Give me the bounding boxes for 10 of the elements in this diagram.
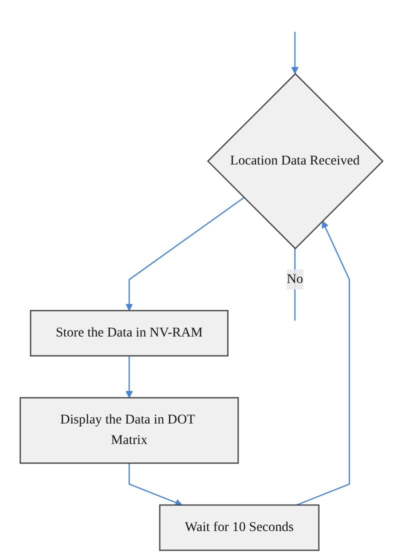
process-box: Display the Data in DOT Matrix [20, 397, 239, 464]
arrow [126, 197, 244, 311]
process-box: Store the Data in NV-RAM [30, 310, 228, 356]
arrow [291, 32, 299, 74]
arrow [128, 463, 182, 506]
arrow [296, 220, 350, 506]
edge-label: No [286, 272, 304, 286]
arrow [126, 356, 133, 398]
process-box: Wait for 10 Seconds [159, 504, 320, 551]
decision-diamond: Location Data Received [207, 72, 384, 250]
